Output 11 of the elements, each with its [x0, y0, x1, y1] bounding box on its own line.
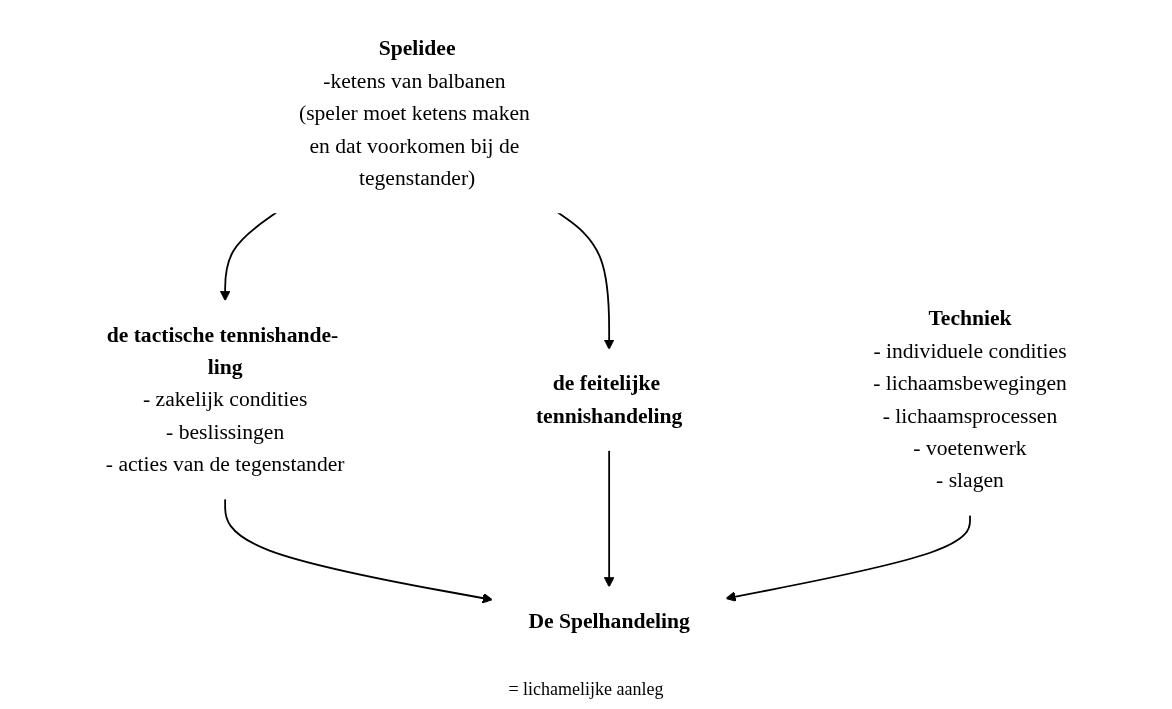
arrow [603, 448, 615, 587]
node-text: Spelidee -ketens van balbanen (speler moet ketens maken en dat voorkomen bij de tegenstander) [298, 35, 530, 190]
node-text: De Spelhandeling [528, 608, 690, 633]
node-text: de feitelijke tennishandeling [535, 370, 683, 427]
arrow [725, 513, 971, 602]
node-text: Techniek - individuele condities - lichaamsbewegingen - lichaamsprocessen - voetenwerk - slagen [873, 305, 1067, 492]
arrow [557, 211, 615, 350]
node-text: de tactische tennishande- ling - zakelijk condities - beslissingen - acties van de tegenstander [105, 321, 345, 476]
arrow [219, 211, 278, 301]
arrow [224, 497, 493, 603]
note-text: = lichamelijke aanleg [508, 678, 664, 700]
